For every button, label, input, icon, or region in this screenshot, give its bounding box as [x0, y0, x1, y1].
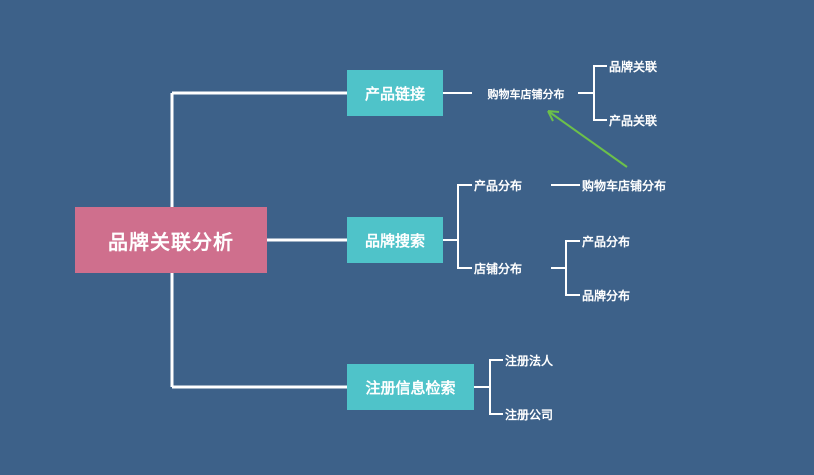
brand-relation-node: 品牌关联 — [609, 57, 685, 75]
product-dist-cart-node: 购物车店铺分布 — [582, 176, 698, 194]
shop-brand-distribution-node: 品牌分布 — [582, 286, 658, 304]
registered-legal-person-label: 注册法人 — [505, 353, 554, 368]
relation-arrow — [547, 110, 628, 168]
root-label: 品牌关联分析 — [108, 229, 234, 254]
product-distribution-label: 产品分布 — [474, 178, 523, 193]
registered-company-label: 注册公司 — [505, 407, 554, 422]
shop-product-distribution-node: 产品分布 — [582, 232, 658, 250]
shop-distribution-node: 店铺分布 — [474, 259, 550, 277]
cart-children-bracket — [593, 65, 607, 121]
root-node: 品牌关联分析 — [75, 207, 267, 273]
shop-distribution-label: 店铺分布 — [474, 261, 523, 276]
branch-brand-search-label: 品牌搜索 — [364, 231, 425, 250]
shop-product-distribution-label: 产品分布 — [582, 234, 631, 249]
registration-children-bracket — [489, 359, 503, 415]
shop-dist-children-bracket — [565, 240, 580, 296]
product-relation-node: 产品关联 — [609, 111, 685, 129]
product-relation-label: 产品关联 — [609, 113, 658, 128]
brand-search-children-bracket — [457, 184, 472, 269]
product-distribution-node: 产品分布 — [474, 176, 550, 194]
branch-brand-search: 品牌搜索 — [347, 217, 443, 263]
registered-company-node: 注册公司 — [505, 405, 581, 423]
cart-shop-distribution-node: 购物车店铺分布 — [474, 85, 578, 103]
branch-product-link: 产品链接 — [347, 70, 443, 116]
shop-brand-distribution-label: 品牌分布 — [582, 288, 631, 303]
cart-shop-distribution-label: 购物车店铺分布 — [487, 88, 565, 101]
product-dist-cart-label: 购物车店铺分布 — [582, 178, 667, 193]
registered-legal-person-node: 注册法人 — [505, 351, 581, 369]
branch-product-link-label: 产品链接 — [364, 84, 425, 103]
branch-registration-search-label: 注册信息检索 — [365, 378, 456, 397]
brand-relation-label: 品牌关联 — [609, 59, 658, 74]
branch-registration-search: 注册信息检索 — [347, 364, 474, 410]
